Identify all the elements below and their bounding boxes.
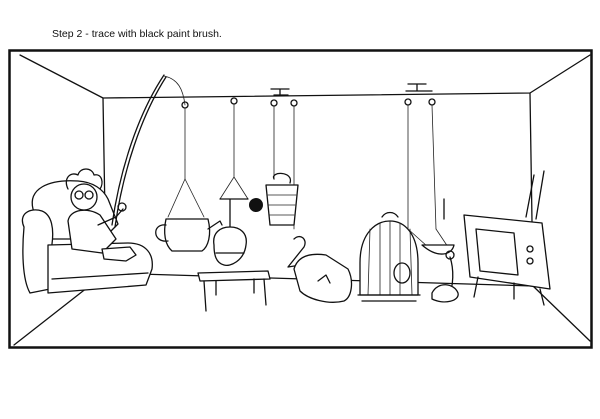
flower (431, 250, 459, 303)
person (65, 168, 137, 262)
birdcage (357, 211, 421, 302)
fishing-rod (111, 74, 186, 228)
teapot (155, 178, 223, 252)
coat-hanger (287, 235, 327, 268)
room-illustration (8, 49, 593, 349)
television (463, 170, 551, 306)
hanging-strings (184, 103, 437, 230)
ceiling-hooks (181, 83, 436, 109)
frame-border (8, 49, 593, 349)
bag (293, 253, 353, 303)
fishbowl (213, 198, 263, 267)
illustration-frame (8, 49, 593, 349)
black-ball (249, 198, 263, 212)
basket (265, 172, 299, 226)
plant-hanger (407, 198, 455, 255)
side-table (197, 270, 271, 312)
step-caption: Step 2 - trace with black paint brush. (52, 28, 222, 40)
